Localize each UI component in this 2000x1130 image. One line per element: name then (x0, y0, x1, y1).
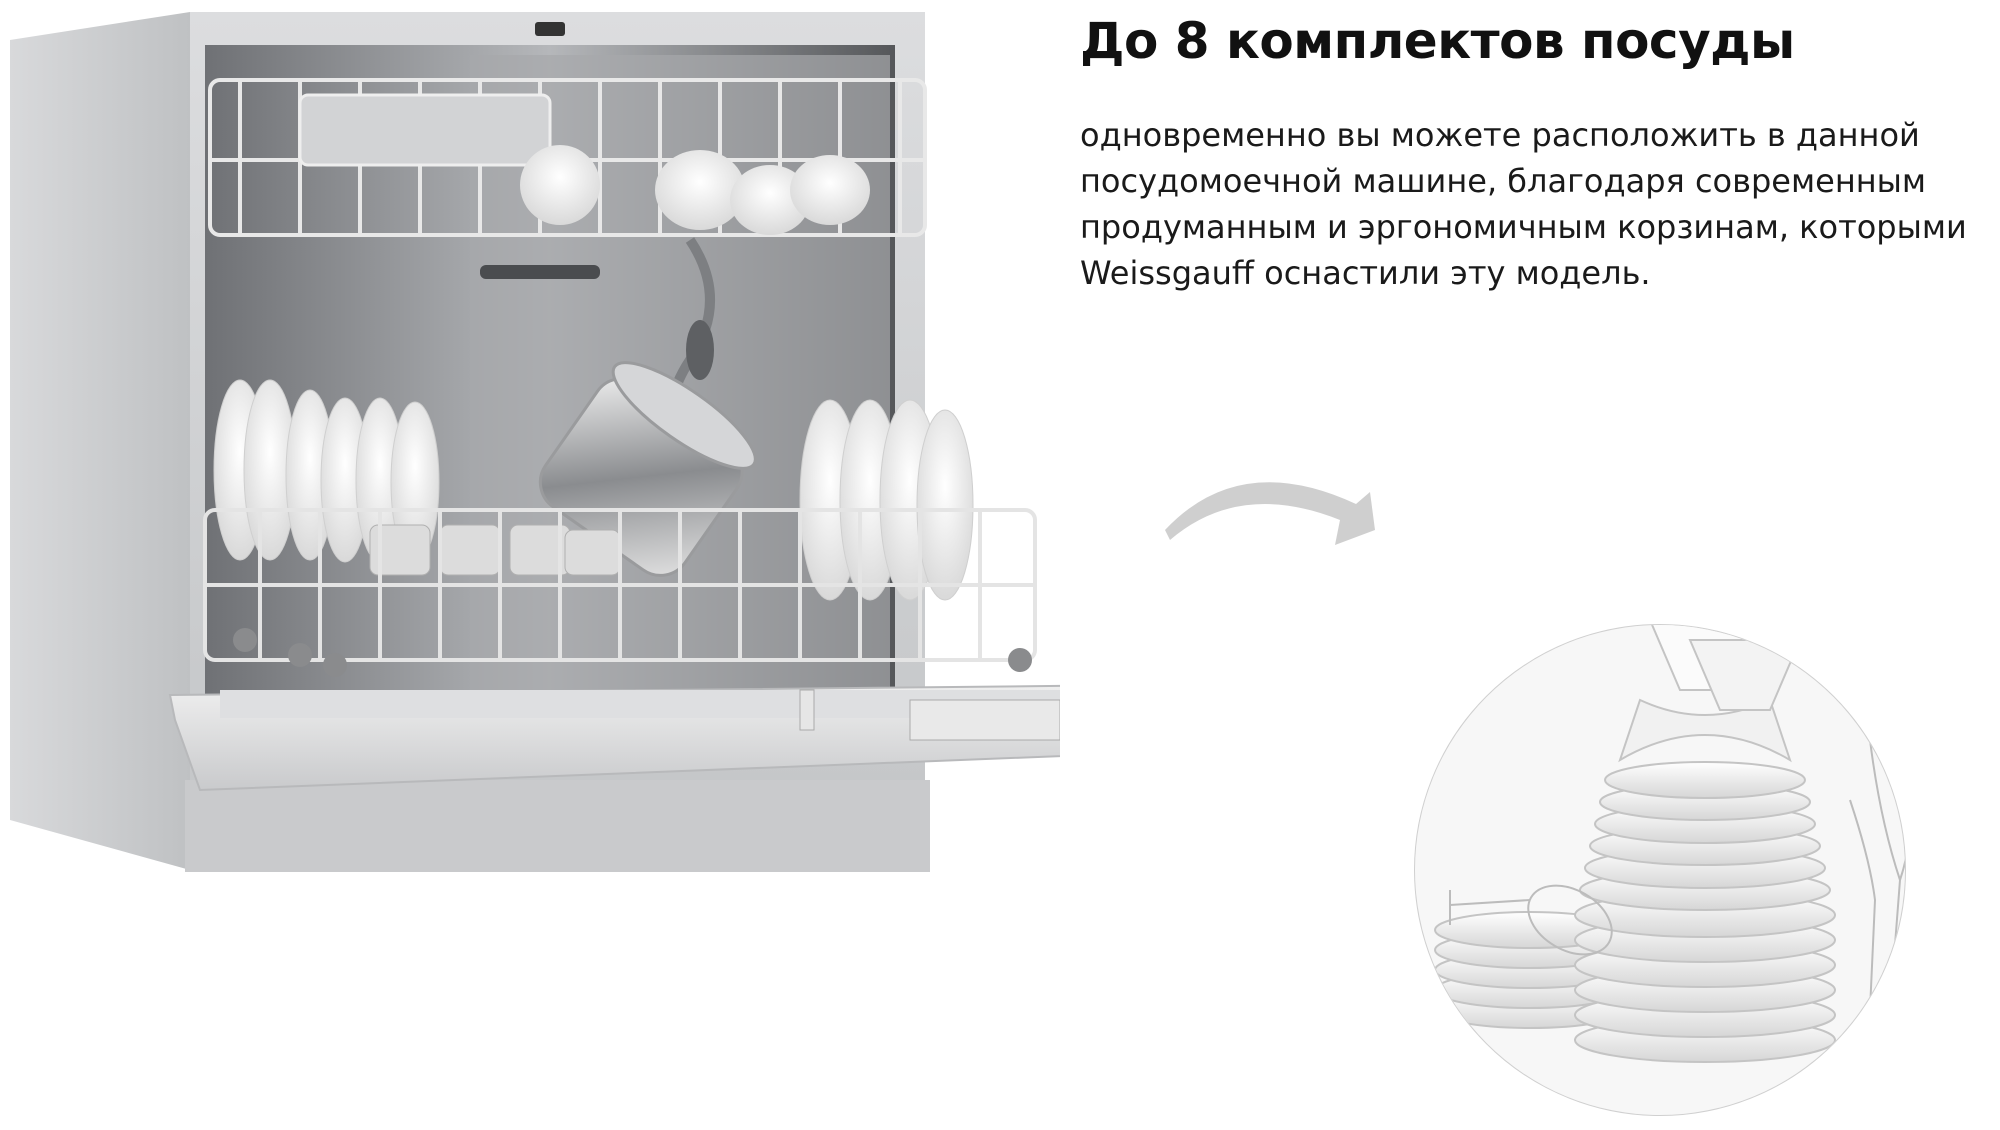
page-title: До 8 комплектов посуды (1080, 12, 1795, 70)
description-line-2: посудомоечной машине, благодаря современ… (1080, 162, 1927, 200)
dishwasher-image (10, 12, 1060, 872)
description-line-1: одновременно вы можете расположить в дан… (1080, 116, 1920, 154)
description-text: одновременно вы можете расположить в дан… (1080, 112, 1980, 296)
curved-arrow-icon (1165, 482, 1375, 545)
description-line-3: продуманным и эргономичным корзинам, кот… (1080, 208, 1967, 246)
description-line-4: Weissgauff оснастили эту модель. (1080, 254, 1651, 292)
